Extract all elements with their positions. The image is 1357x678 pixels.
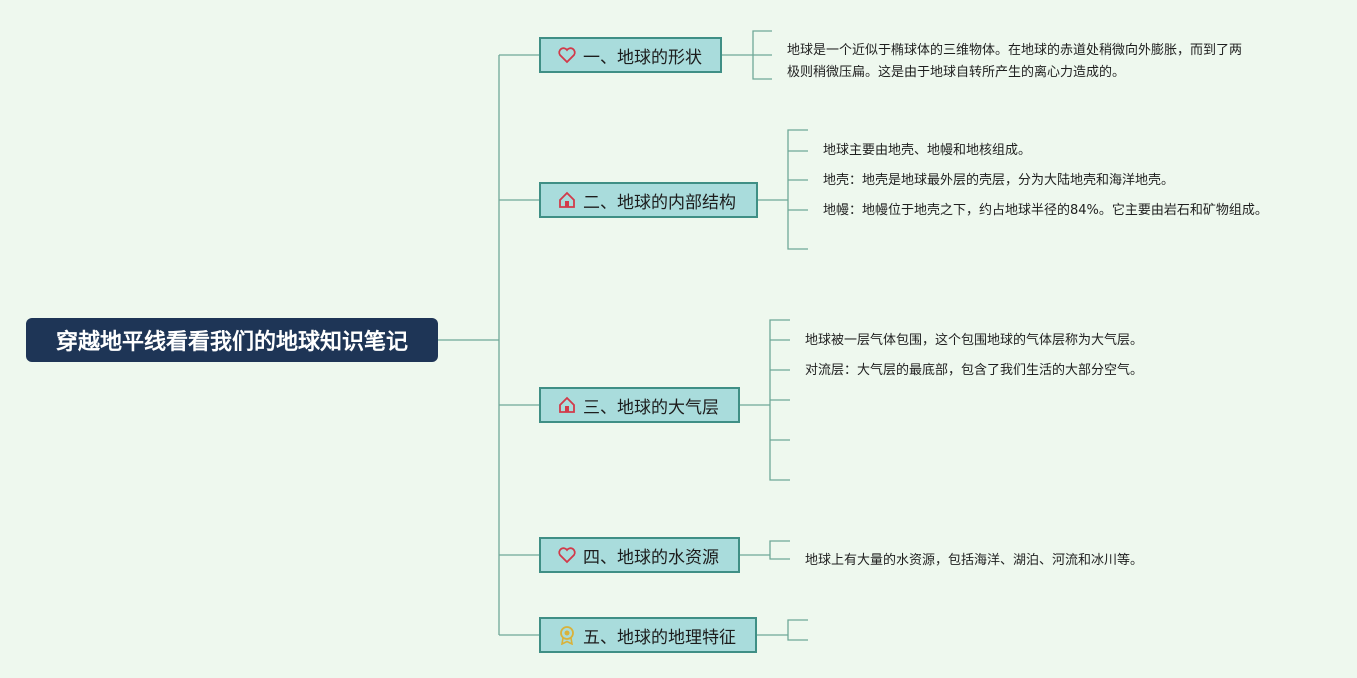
- branch-label: 一、地球的形状: [583, 47, 702, 68]
- branch-water[interactable]: 四、地球的水资源: [539, 537, 740, 573]
- house-icon: [559, 396, 575, 413]
- note-structure-3: 地幔：地幔位于地壳之下，约占地球半径的84%。它主要由岩石和矿物组成。: [823, 203, 1268, 218]
- note-atmosphere-1: 地球被一层气体包围，这个包围地球的气体层称为大气层。: [805, 333, 1144, 348]
- note-shape-2: 极则稍微压扁。这是由于地球自转所产生的离心力造成的。: [787, 65, 1126, 80]
- branch-shape[interactable]: 一、地球的形状: [539, 37, 722, 73]
- note-water-1: 地球上有大量的水资源，包括海洋、湖泊、河流和冰川等。: [805, 553, 1144, 568]
- root-topic[interactable]: 穿越地平线看看我们的地球知识笔记: [26, 318, 438, 362]
- branch-internal-structure[interactable]: 二、地球的内部结构: [539, 182, 758, 218]
- root-title: 穿越地平线看看我们的地球知识笔记: [55, 330, 408, 355]
- house-icon: [559, 191, 575, 208]
- branch-label: 二、地球的内部结构: [583, 192, 736, 213]
- branch-label: 五、地球的地理特征: [583, 627, 736, 648]
- heart-icon: [558, 547, 576, 564]
- branch-label: 三、地球的大气层: [583, 397, 719, 418]
- note-structure-2: 地壳：地壳是地球最外层的壳层，分为大陆地壳和海洋地壳。: [823, 173, 1175, 188]
- award-icon: [560, 626, 574, 645]
- note-shape-1: 地球是一个近似于椭球体的三维物体。在地球的赤道处稍微向外膨胀，而到了两: [787, 43, 1243, 58]
- branch-label: 四、地球的水资源: [583, 547, 719, 568]
- branch-atmosphere[interactable]: 三、地球的大气层: [539, 387, 740, 423]
- note-structure-1: 地球主要由地壳、地幔和地核组成。: [823, 143, 1032, 158]
- branch-geography[interactable]: 五、地球的地理特征: [539, 617, 757, 653]
- note-atmosphere-2: 对流层：大气层的最底部，包含了我们生活的大部分空气。: [805, 363, 1144, 378]
- heart-icon: [558, 47, 576, 64]
